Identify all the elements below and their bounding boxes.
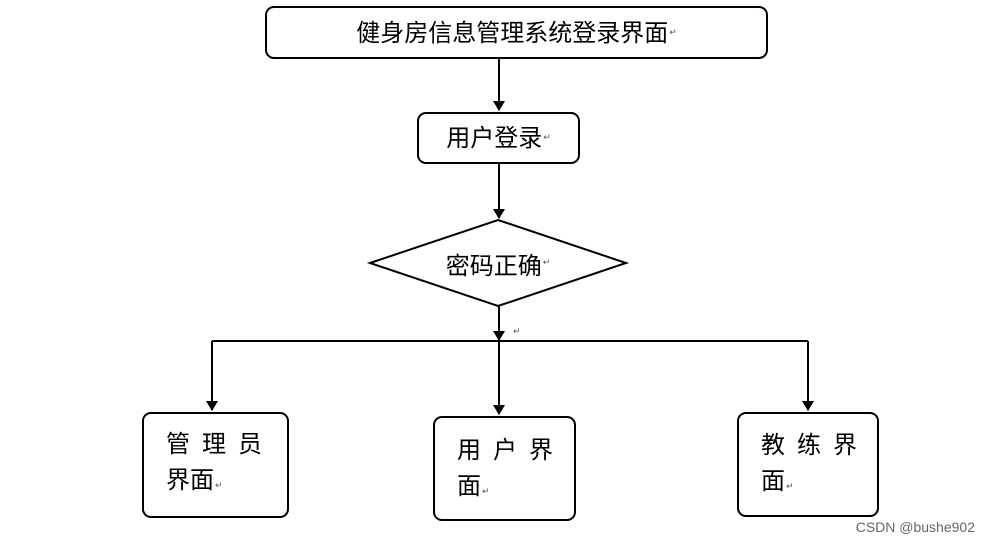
user-line-2: 面	[457, 472, 481, 500]
admin-line-2: 界面	[166, 466, 214, 494]
login-text: 用户登录	[446, 124, 543, 152]
title-box: 健身房信息管理系统登录界面↵	[265, 6, 768, 59]
admin-line-1: 管理员	[166, 430, 274, 458]
coach-interface-box: 教练界 面↵	[737, 412, 879, 517]
admin-interface-box: 管理员 界面↵	[142, 412, 289, 518]
paragraph-mark: ↵	[543, 133, 551, 143]
login-box: 用户登录↵	[417, 112, 580, 164]
paragraph-mark: ↵	[513, 327, 521, 337]
paragraph-mark: ↵	[669, 27, 677, 38]
watermark: CSDN @bushe902	[855, 519, 975, 535]
paragraph-mark: ↵	[482, 487, 490, 497]
title-text: 健身房信息管理系统登录界面	[356, 18, 669, 47]
user-line-1: 用户界	[457, 436, 565, 464]
decision-label: 密码正确↵	[370, 220, 626, 306]
paragraph-mark: ↵	[215, 481, 223, 491]
decision-text: 密码正确	[445, 251, 542, 280]
coach-line-1: 教练界	[761, 431, 869, 459]
paragraph-mark: ↵	[786, 482, 794, 492]
user-interface-box: 用户界 面↵	[433, 416, 576, 521]
paragraph-mark: ↵	[542, 258, 551, 268]
coach-line-2: 面	[761, 467, 785, 495]
